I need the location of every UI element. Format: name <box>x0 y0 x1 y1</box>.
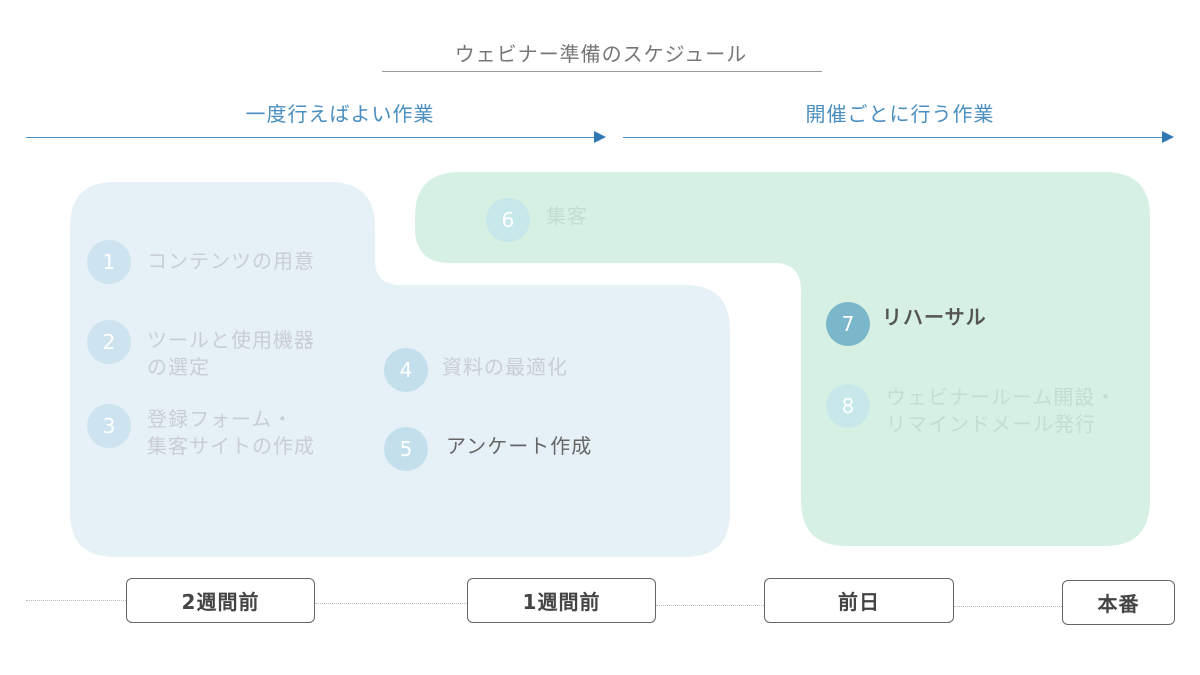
step-6: 6 集客 <box>486 198 588 242</box>
phase-arrow-line-right <box>623 137 1163 138</box>
step-1: 1 コンテンツの用意 <box>87 240 315 284</box>
phase-label-per-event: 開催ごとに行う作業 <box>805 102 995 126</box>
step-label: 集客 <box>546 204 588 228</box>
step-label: リハーサル <box>882 305 987 329</box>
phase-label-one-time: 一度行えばよい作業 <box>245 102 435 126</box>
step-7: 7 リハーサル <box>826 302 987 346</box>
page-title: ウェビナー準備のスケジュール <box>454 42 748 66</box>
per-event-work-region <box>415 172 1150 546</box>
step-number-badge: 6 <box>486 198 530 242</box>
step-label: 登録フォーム・ 集客サイトの作成 <box>147 407 315 458</box>
step-label: ツールと使用機器 の選定 <box>147 328 315 379</box>
step-5: 5 アンケート作成 <box>384 427 592 471</box>
step-number-badge: 2 <box>87 320 131 364</box>
step-label: ウェビナールーム開設・ リマインドメール発行 <box>886 385 1117 436</box>
timeline-dotted-line <box>315 603 467 604</box>
phase-arrow-line-left <box>26 137 596 138</box>
step-label: 資料の最適化 <box>442 355 568 379</box>
step-number-badge: 5 <box>384 427 428 471</box>
timeline-marker-2-weeks-before: 2週間前 <box>126 578 315 623</box>
timeline-marker-1-week-before: 1週間前 <box>467 578 656 623</box>
timeline-dotted-line <box>26 600 126 601</box>
step-number-badge: 1 <box>87 240 131 284</box>
step-3: 3 登録フォーム・ 集客サイトの作成 <box>87 404 315 460</box>
step-number-badge: 4 <box>384 348 428 392</box>
step-4: 4 資料の最適化 <box>384 348 568 392</box>
timeline-marker-day-before: 前日 <box>764 578 954 623</box>
step-2: 2 ツールと使用機器 の選定 <box>87 320 315 381</box>
title-underline <box>382 71 822 72</box>
arrowhead-right-icon <box>1162 131 1174 143</box>
timeline-marker-event-day: 本番 <box>1062 580 1175 625</box>
step-number-badge: 7 <box>826 302 870 346</box>
timeline-dotted-line <box>954 606 1062 607</box>
step-number-badge: 8 <box>826 384 870 428</box>
step-label: コンテンツの用意 <box>147 249 315 273</box>
step-label: アンケート作成 <box>446 434 593 458</box>
timeline-dotted-line <box>656 605 764 606</box>
step-number-badge: 3 <box>87 404 131 448</box>
arrowhead-right-icon <box>594 131 606 143</box>
step-8: 8 ウェビナールーム開設・ リマインドメール発行 <box>826 384 1116 438</box>
